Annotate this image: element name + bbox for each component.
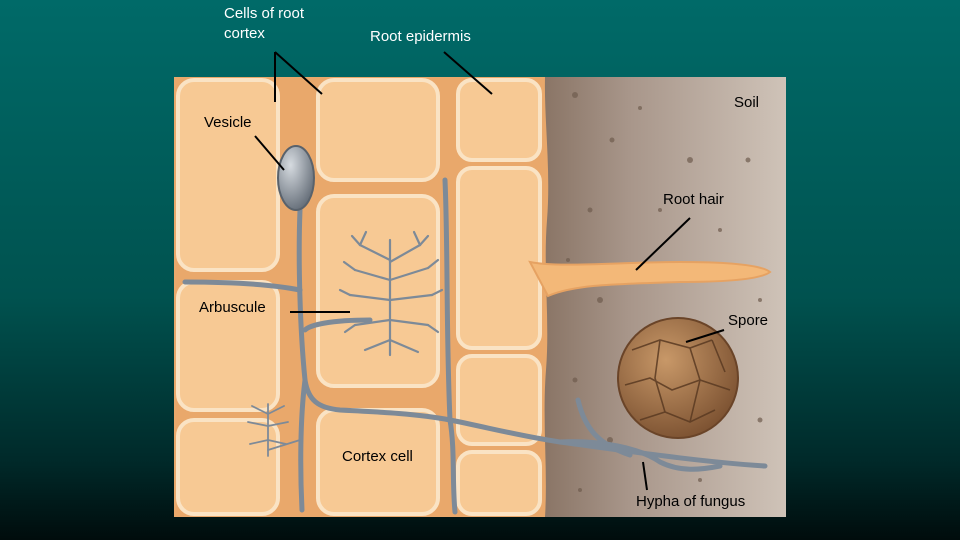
label-cells-of-root-cortex-line2: cortex <box>224 25 265 42</box>
label-hypha-of-fungus: Hypha of fungus <box>636 493 745 510</box>
leader-spore <box>685 329 725 343</box>
label-soil: Soil <box>734 94 759 111</box>
root-hair <box>528 260 772 298</box>
vesicle <box>277 145 315 211</box>
spore <box>617 317 739 439</box>
cortex-cells <box>176 78 440 516</box>
arbuscule <box>338 230 444 357</box>
leader-root-epidermis <box>443 51 493 95</box>
label-root-hair: Root hair <box>663 191 724 208</box>
leader-lines <box>254 51 725 491</box>
label-cortex-cell: Cortex cell <box>342 448 413 465</box>
leader-hypha <box>642 461 648 491</box>
label-spore: Spore <box>728 312 768 329</box>
leader-root-hair <box>635 217 691 271</box>
leader-cells-of-root-cortex-b <box>274 51 323 95</box>
label-root-epidermis: Root epidermis <box>370 28 471 45</box>
illustration-panel <box>174 77 786 517</box>
soil-particles <box>566 92 763 492</box>
epidermis-cells <box>456 78 542 516</box>
fungal-hyphae <box>182 177 768 515</box>
soil-region <box>544 77 786 517</box>
label-cells-of-root-cortex-line1: Cells of root <box>224 5 305 22</box>
label-vesicle: Vesicle <box>204 114 252 131</box>
small-arbuscule <box>247 403 301 457</box>
leader-vesicle <box>254 135 285 171</box>
label-arbuscule: Arbuscule <box>199 299 266 316</box>
